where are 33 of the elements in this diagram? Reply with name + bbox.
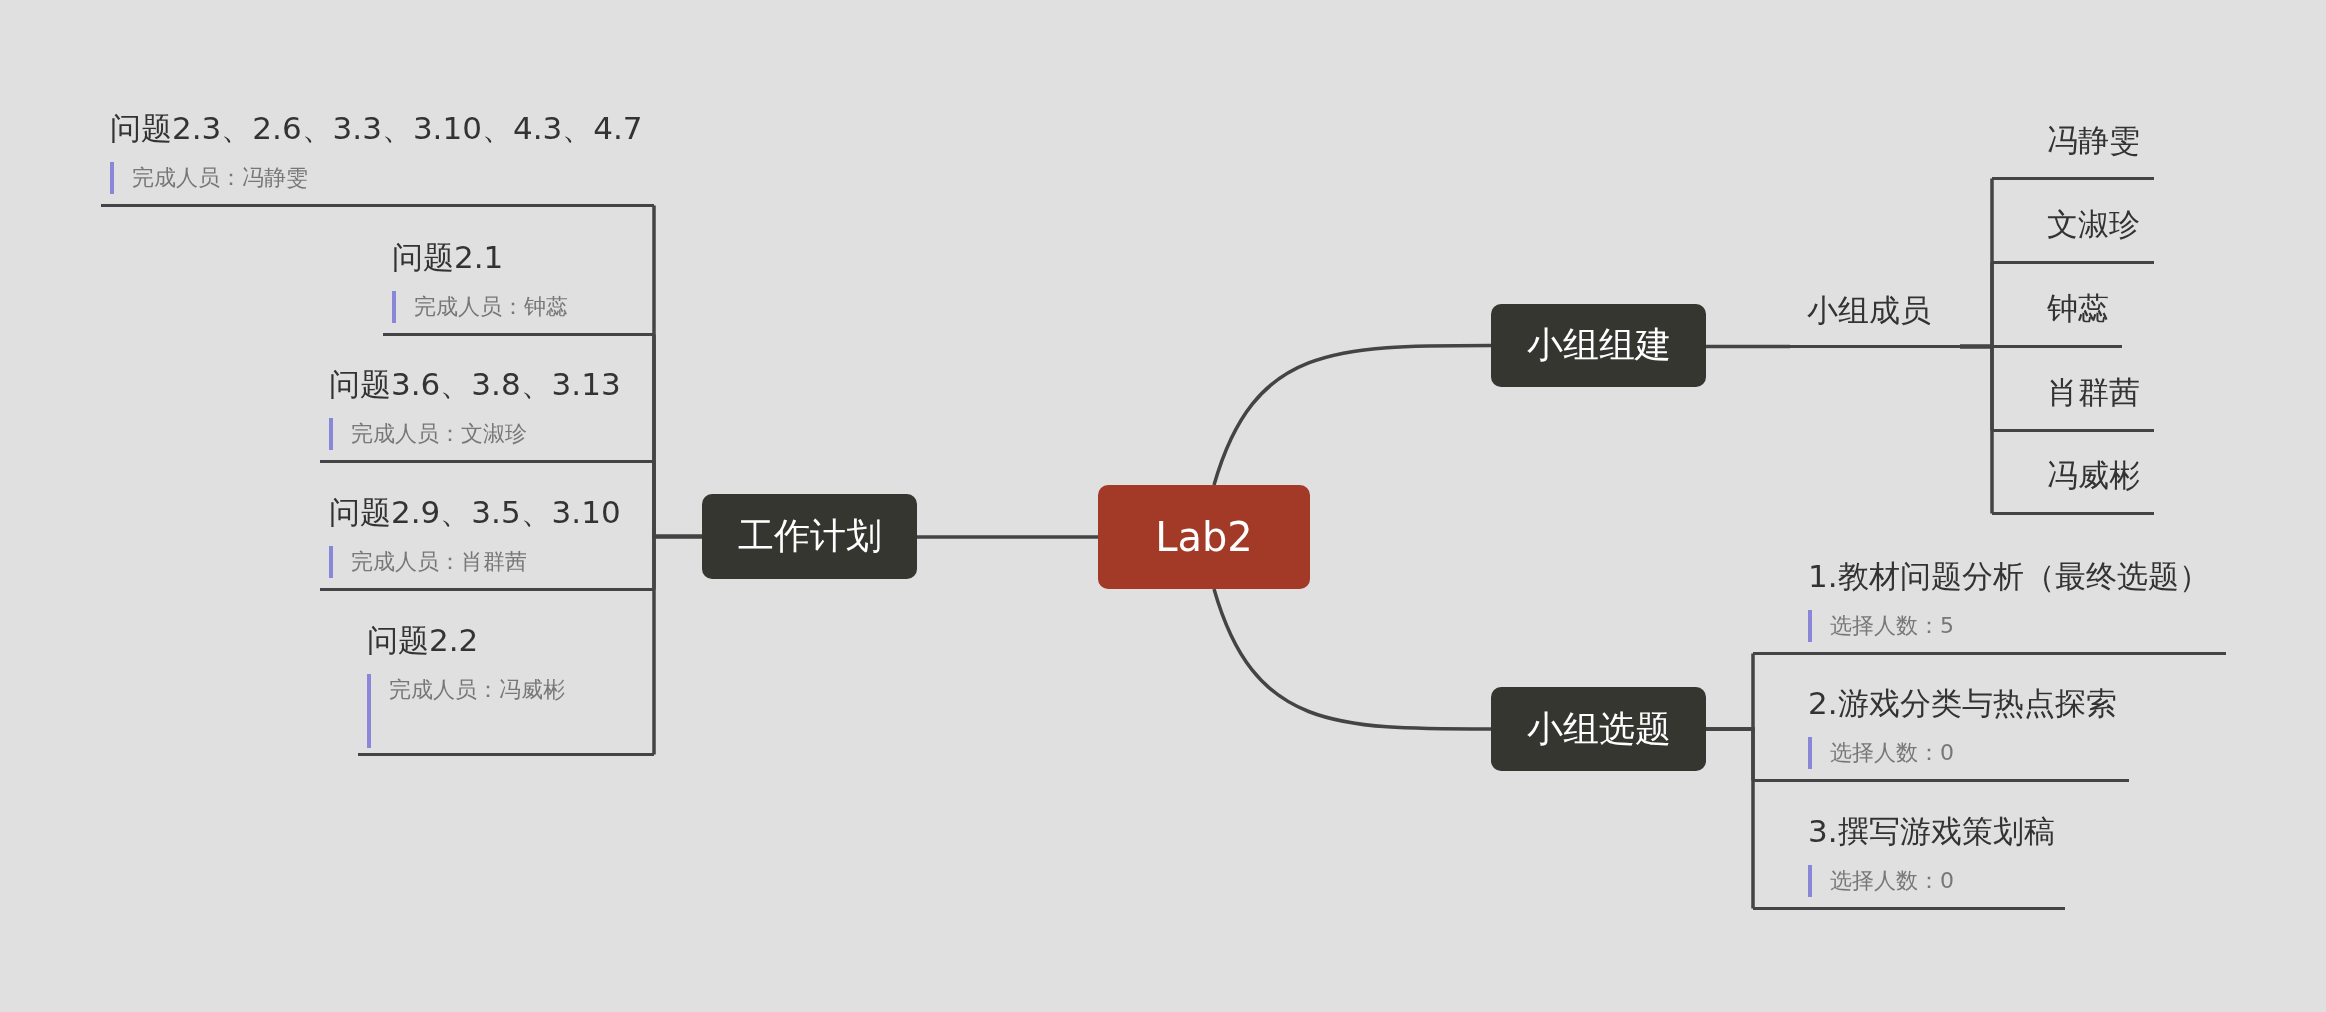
- note-text: 选择人数：0: [1808, 737, 1954, 769]
- connector-line: [1706, 344, 1790, 349]
- connector-line: [1960, 344, 1994, 514]
- note-text: 选择人数：0: [1808, 865, 1954, 897]
- central-topic-box: Lab2: [1098, 485, 1310, 589]
- note-text: 完成人员：文淑珍: [329, 418, 527, 450]
- underlined-topic: 钟蕊: [1992, 288, 2122, 348]
- note-text: 完成人员：冯威彬: [367, 674, 565, 748]
- connector-line: [652, 534, 702, 755]
- branch-topic-box: 小组选题: [1491, 687, 1706, 771]
- topic-heading: 问题2.3、2.6、3.3、3.10、4.3、4.7: [110, 109, 643, 148]
- topic-heading: 2.游戏分类与热点探索: [1808, 684, 2117, 723]
- underlined-topic: 肖群茜: [1992, 372, 2154, 432]
- topic-heading: 问题2.9、3.5、3.10: [329, 493, 621, 532]
- topic-heading: 问题2.1: [392, 238, 504, 277]
- note-text: 选择人数：5: [1808, 610, 1954, 642]
- note-text: 完成人员：钟蕊: [392, 291, 568, 323]
- note-text: 完成人员：冯静雯: [110, 162, 308, 194]
- connector-line: [917, 535, 1098, 539]
- topic-heading: 3.撰写游戏策划稿: [1808, 812, 2055, 851]
- underlined-topic: 冯威彬: [1992, 455, 2154, 515]
- underlined-topic: 冯静雯: [1992, 120, 2154, 180]
- branch-topic-box: 工作计划: [702, 494, 917, 579]
- underlined-topic: 文淑珍: [1992, 204, 2154, 264]
- connector-line: [1706, 727, 1755, 909]
- topic-heading: 问题2.2: [367, 621, 479, 660]
- topic-heading: 1.教材问题分析（最终选题）: [1808, 557, 2210, 596]
- underlined-topic: 小组成员: [1790, 290, 1960, 348]
- note-text: 完成人员：肖群茜: [329, 546, 527, 578]
- branch-topic-box: 小组组建: [1491, 304, 1706, 387]
- connector-line: [1212, 343, 1491, 486]
- topic-heading: 问题3.6、3.8、3.13: [329, 365, 621, 404]
- connector-line: [1212, 588, 1491, 731]
